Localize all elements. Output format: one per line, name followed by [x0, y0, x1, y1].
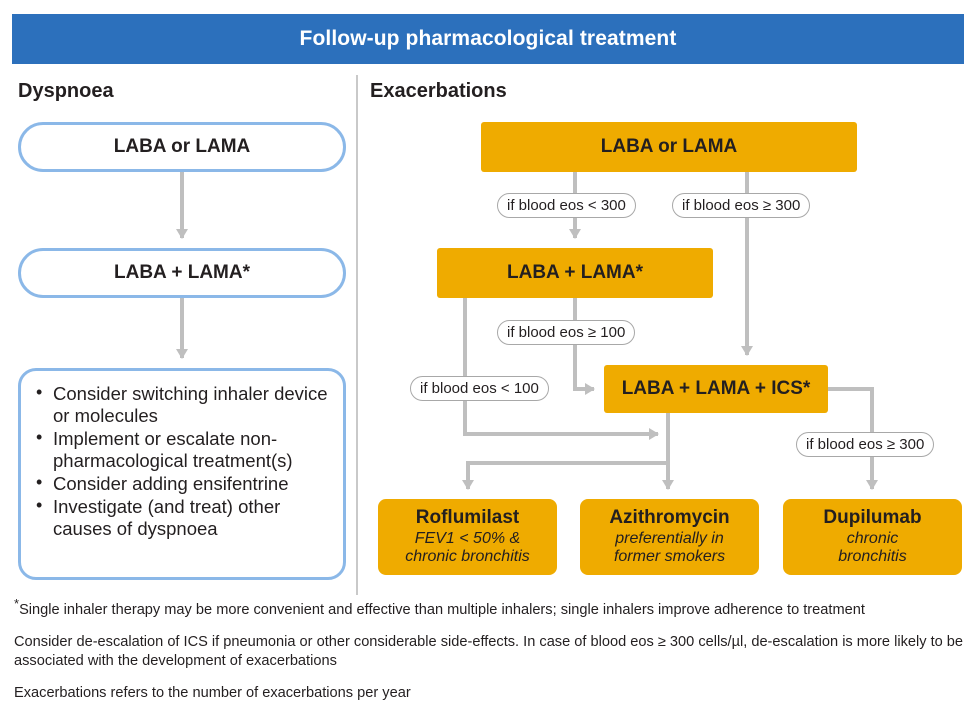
drug-note-line1: preferentially in — [615, 530, 724, 548]
page-title: Follow-up pharmacological treatment — [299, 27, 677, 50]
node-exac-laba-or-lama[interactable]: LABA or LAMA — [481, 122, 857, 172]
column-divider — [356, 75, 358, 595]
list-item: Implement or escalate non-pharmacologica… — [36, 427, 329, 472]
node-exac-laba-lama-ics[interactable]: LABA + LAMA + ICS* — [604, 365, 828, 413]
connector-e3-down-split — [462, 413, 670, 490]
list-item: Consider adding ensifentrine — [36, 472, 329, 495]
node-label: LABA or LAMA — [113, 136, 251, 157]
node-dyspnoea-laba-or-lama[interactable]: LABA or LAMA — [18, 122, 346, 172]
node-drug-dupilumab[interactable]: Dupilumab chronic bronchitis — [783, 499, 962, 575]
drug-name: Dupilumab — [823, 507, 922, 529]
drug-note-line2: bronchitis — [838, 547, 907, 565]
condition-label-eos-lt-300: if blood eos < 300 — [497, 193, 636, 218]
node-label: LABA + LAMA* — [114, 262, 250, 283]
node-label: LABA or LAMA — [600, 135, 738, 157]
node-label: LABA + LAMA* — [507, 261, 643, 283]
drug-name: Roflumilast — [415, 507, 520, 529]
footnote-marker: * — [14, 596, 20, 611]
drug-note-line2: former smokers — [613, 547, 726, 565]
footnote-exacerbations: Exacerbations refers to the number of ex… — [14, 684, 411, 701]
connector-e2-to-e3-ge100 — [573, 345, 595, 395]
condition-label-eos-lt-100: if blood eos < 100 — [410, 376, 549, 401]
condition-label-eos-ge-300-ics: if blood eos ≥ 300 — [796, 432, 935, 457]
column-heading-dyspnoea: Dyspnoea — [18, 80, 114, 102]
drug-note-line1: chronic — [846, 530, 899, 548]
drug-note-line2: chronic bronchitis — [405, 547, 530, 565]
condition-label-eos-ge-100: if blood eos ≥ 100 — [497, 320, 636, 345]
footnotes: *Single inhaler therapy may be more conv… — [14, 596, 964, 716]
drug-name: Azithromycin — [609, 507, 730, 529]
column-heading-exacerbations: Exacerbations — [370, 80, 507, 102]
node-drug-roflumilast[interactable]: Roflumilast FEV1 < 50% & chronic bronchi… — [378, 499, 557, 575]
drug-note-line1: FEV1 < 50% & — [414, 530, 521, 548]
node-exac-laba-plus-lama[interactable]: LABA + LAMA* — [437, 248, 713, 298]
list-item: Investigate (and treat) other causes of … — [36, 495, 329, 540]
node-dyspnoea-laba-plus-lama[interactable]: LABA + LAMA* — [18, 248, 346, 298]
node-label: LABA + LAMA + ICS* — [621, 377, 811, 399]
footnote-deescalation: Consider de-escalation of ICS if pneumon… — [14, 633, 964, 669]
condition-label-eos-ge-300: if blood eos ≥ 300 — [672, 193, 811, 218]
dyspnoea-action-list: Consider switching inhaler device or mol… — [31, 382, 329, 540]
footnote-text: Single inhaler therapy may be more conve… — [19, 601, 865, 618]
node-drug-azithromycin[interactable]: Azithromycin preferentially in former sm… — [580, 499, 759, 575]
footnote-asterisk: *Single inhaler therapy may be more conv… — [14, 596, 964, 620]
header-bar: Follow-up pharmacological treatment — [12, 14, 964, 64]
node-dyspnoea-actions[interactable]: Consider switching inhaler device or mol… — [18, 368, 346, 580]
list-item: Consider switching inhaler device or mol… — [36, 382, 329, 427]
connector-e3-to-dupilumab-a — [828, 387, 874, 432]
